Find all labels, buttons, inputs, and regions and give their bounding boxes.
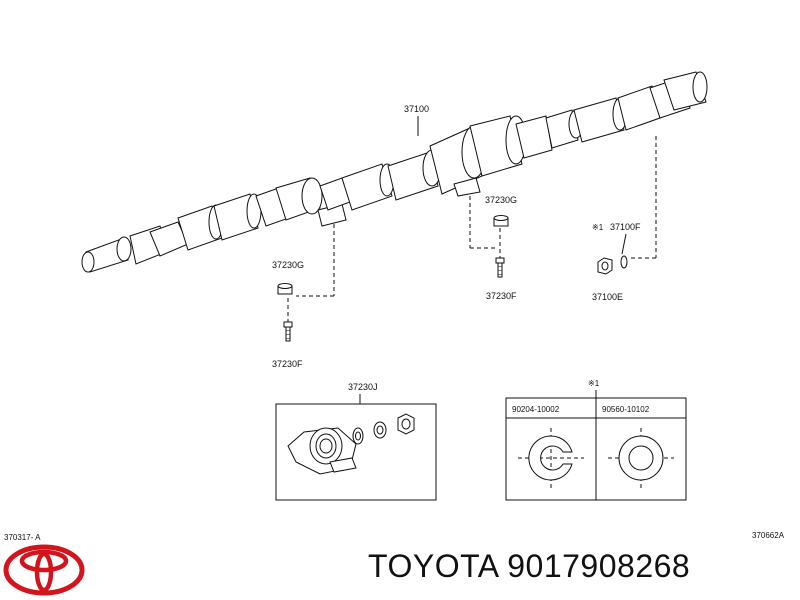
brand-title: TOYOTA 9017908268: [368, 548, 691, 584]
code-left: 370317- A: [4, 533, 41, 542]
label-bearing-left: 37230G: [272, 260, 304, 270]
label-ref-right: ※1: [592, 223, 604, 232]
propeller-shaft: [81, 71, 708, 273]
label-part-right-top: 37100F: [610, 222, 641, 232]
toyota-logo: [3, 544, 85, 596]
kit-box: [275, 403, 437, 501]
snap-ring-icon: [518, 428, 584, 490]
label-shaft: 37100: [404, 104, 429, 114]
bolt-mid-icon: [495, 257, 505, 278]
label-bolt-mid: 37230F: [486, 291, 517, 301]
nut-kit-icon: [397, 413, 415, 435]
spacer-ring-icon: [352, 427, 364, 445]
flat-washer-icon: [608, 428, 674, 490]
label-ref-box: ※1: [588, 379, 600, 388]
bolt-left-icon: [283, 321, 293, 342]
label-bolt-left: 37230F: [272, 359, 303, 369]
washer-icon: [620, 255, 628, 269]
center-bearing-icon: [287, 427, 357, 475]
ref-table: [505, 397, 687, 501]
label-col2: 90560-10102: [602, 405, 650, 414]
code-right: 370662A: [752, 531, 785, 540]
washer-ring-icon: [373, 421, 387, 439]
nut-icon: [597, 257, 613, 275]
label-col1: 90204-10002: [512, 405, 560, 414]
label-bearing-mid: 37230G: [485, 195, 517, 205]
label-kit: 37230J: [348, 382, 378, 392]
label-part-right-bottom: 37100E: [592, 292, 623, 302]
